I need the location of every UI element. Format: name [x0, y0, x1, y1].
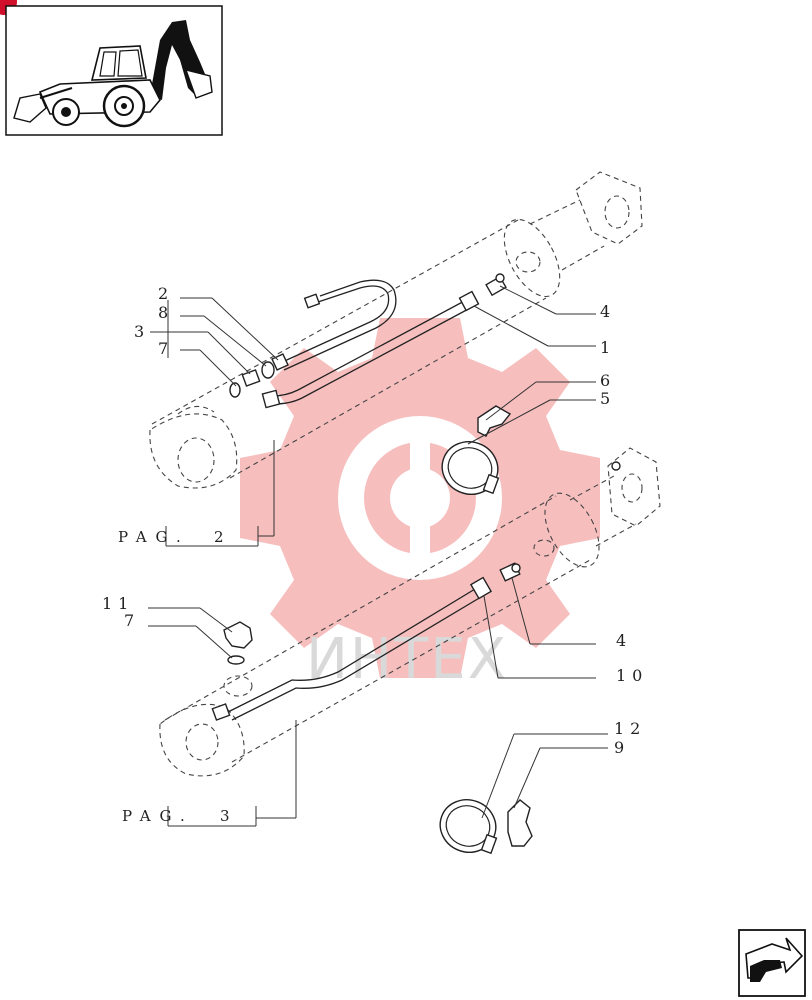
backhoe-loader-icon[interactable]	[5, 5, 223, 136]
page-ref-3-number[interactable]: 3	[220, 807, 239, 825]
callout-1[interactable]: 1	[600, 338, 616, 357]
upper-hose-parts	[229, 273, 512, 495]
upper-cylinder	[149, 171, 643, 489]
callout-5[interactable]: 5	[600, 389, 616, 408]
callout-4-lower[interactable]: 4	[616, 631, 632, 650]
page-ref-3-label[interactable]: PAG.	[122, 807, 194, 825]
callout-2[interactable]: 2	[158, 284, 174, 303]
callout-11[interactable]: 11	[102, 594, 134, 613]
callout-7-lower[interactable]: 7	[124, 611, 140, 630]
callout-3[interactable]: 3	[134, 322, 150, 341]
lower-hose-parts	[211, 562, 533, 855]
watermark-gear	[240, 318, 600, 678]
callout-labels: 2 8 3 7 4 1 6 5 PAG. 2 11 7 4 10 12 9 PA…	[102, 284, 648, 825]
callout-9[interactable]: 9	[614, 738, 630, 757]
lower-cylinder	[159, 447, 661, 777]
page-ref-2-label[interactable]: PAG.	[118, 528, 190, 546]
callout-6[interactable]: 6	[600, 371, 616, 390]
callout-10[interactable]: 10	[616, 666, 648, 685]
callout-12[interactable]: 12	[614, 719, 646, 738]
callout-4-upper[interactable]: 4	[600, 302, 616, 321]
next-page-arrow-icon[interactable]	[738, 929, 806, 997]
leader-lines	[148, 285, 608, 827]
callout-7-upper[interactable]: 7	[158, 339, 174, 358]
page-ref-2-number[interactable]: 2	[214, 528, 233, 546]
callout-8[interactable]: 8	[158, 303, 174, 322]
